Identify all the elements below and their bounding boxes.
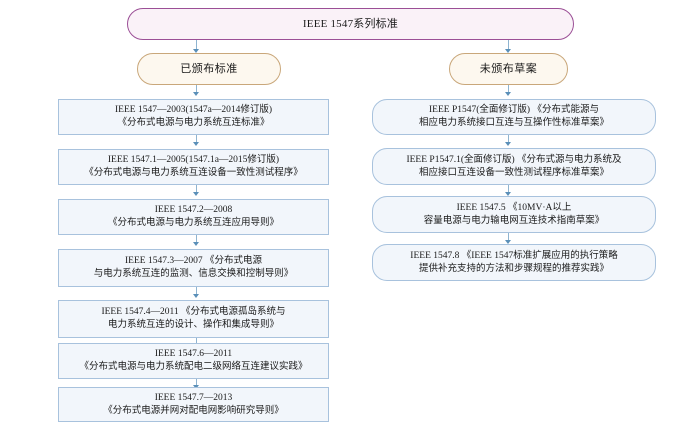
draft-item-4[interactable]: IEEE 1547.8 《IEEE 1547标准扩展应用的执行策略 提供补充支持…	[372, 244, 656, 281]
arrowhead-item-1-to-2	[193, 142, 199, 146]
arrowhead-draft-item-3-to-4	[505, 240, 511, 244]
connector-draft-to-item-1	[508, 85, 509, 94]
connector-item-5-to-6	[196, 338, 197, 347]
published-item-2[interactable]: IEEE 1547.1—2005(1547.1a—2015修订版) 《分布式电源…	[58, 149, 329, 185]
connector-item-3-to-4	[196, 235, 197, 244]
arrowhead-root-to-published	[193, 49, 199, 53]
connector-item-6-to-7	[196, 379, 197, 387]
root-node-ieee1547-series[interactable]: IEEE 1547系列标准	[127, 8, 574, 40]
connector-item-2-to-3	[196, 185, 197, 194]
connector-root-to-published	[196, 40, 197, 51]
arrowhead-item-2-to-3	[193, 192, 199, 196]
category-node-published[interactable]: 已颁布标准	[137, 53, 281, 85]
arrowhead-root-to-draft	[505, 49, 511, 53]
published-item-7[interactable]: IEEE 1547.7—2013 《分布式电源并网对配电网影响研究导则》	[58, 387, 329, 422]
arrowhead-draft-to-item-1	[505, 92, 511, 96]
published-item-4[interactable]: IEEE 1547.3—2007 《分布式电源 与电力系统互连的监测、信息交换和…	[58, 249, 329, 287]
arrowhead-item-4-to-5	[193, 294, 199, 298]
connector-root-to-draft	[508, 40, 509, 51]
connector-draft-item-2-to-3	[508, 185, 509, 194]
connector-draft-item-3-to-4	[508, 233, 509, 242]
draft-item-1[interactable]: IEEE P1547(全面修订版) 《分布式能源与 相应电力系统接口互连与互操作…	[372, 99, 656, 135]
published-item-6[interactable]: IEEE 1547.6—2011 《分布式电源与电力系统配电二级网络互连建议实践…	[58, 343, 329, 379]
category-node-draft[interactable]: 未颁布草案	[449, 53, 568, 85]
published-item-3[interactable]: IEEE 1547.2—2008 《分布式电源与电力系统互连应用导则》	[58, 199, 329, 235]
connector-draft-item-1-to-2	[508, 135, 509, 144]
arrowhead-item-3-to-4	[193, 242, 199, 246]
draft-item-3[interactable]: IEEE 1547.5 《10MV·A以上 容量电源与电力输电网互连技术指南草案…	[372, 196, 656, 233]
connector-item-4-to-5	[196, 287, 197, 296]
draft-item-2[interactable]: IEEE P1547.1(全面修订版) 《分布式源与电力系统及 相应接口互连设备…	[372, 148, 656, 185]
arrowhead-draft-item-1-to-2	[505, 142, 511, 146]
published-item-5[interactable]: IEEE 1547.4—2011 《分布式电源孤岛系统与 电力系统互连的设计、操…	[58, 300, 329, 338]
arrowhead-draft-item-2-to-3	[505, 192, 511, 196]
published-item-1[interactable]: IEEE 1547—2003(1547a—2014修订版) 《分布式电源与电力系…	[58, 99, 329, 135]
connector-published-to-item-1	[196, 85, 197, 94]
arrowhead-published-to-item-1	[193, 92, 199, 96]
connector-item-1-to-2	[196, 135, 197, 144]
